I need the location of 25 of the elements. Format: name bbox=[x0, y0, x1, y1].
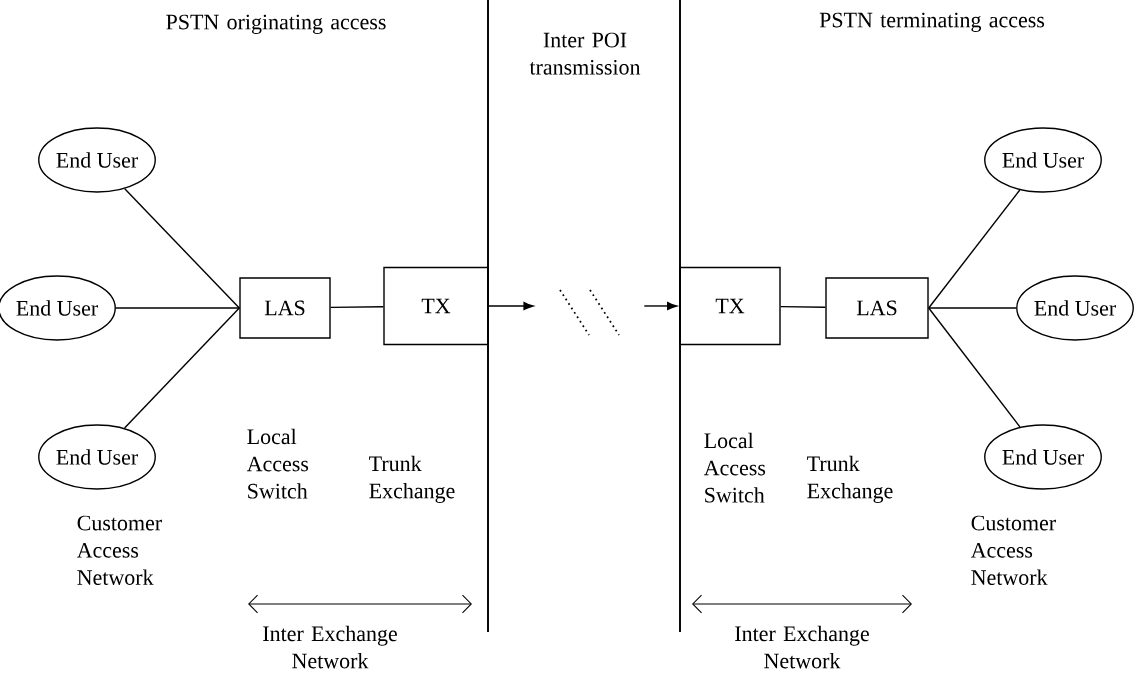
exchange-box: LAS bbox=[825, 277, 929, 339]
exchange-box: LAS bbox=[239, 277, 331, 339]
text-label: Trunk Exchange bbox=[807, 455, 893, 503]
text-label: Customer Access Network bbox=[76, 515, 162, 585]
text-label: Local Access Switch bbox=[246, 428, 309, 499]
connector-line bbox=[124, 188, 240, 309]
exchange-box: TX bbox=[679, 266, 781, 346]
arrow bbox=[643, 301, 678, 311]
text-label: PSTN originating access bbox=[166, 14, 386, 34]
text-label: Inter POI transmission bbox=[529, 32, 641, 75]
text-label: Local Access Switch bbox=[703, 432, 766, 503]
connector-line bbox=[115, 307, 240, 309]
connector-line bbox=[330, 305, 384, 309]
connector-line bbox=[928, 189, 1021, 309]
text-label: Trunk Exchange bbox=[369, 455, 455, 503]
text-label: PSTN terminating access bbox=[819, 12, 1045, 32]
connector-line bbox=[928, 307, 1021, 428]
text-label: Customer Access Network bbox=[970, 515, 1056, 585]
text-label: Inter Exchange Network bbox=[735, 625, 869, 669]
connector-line bbox=[780, 305, 826, 308]
arrow bbox=[488, 301, 534, 311]
connector-line bbox=[928, 307, 1017, 309]
connector-line bbox=[123, 307, 240, 429]
exchange-box: TX bbox=[383, 266, 489, 346]
text-label: Inter Exchange Network bbox=[263, 625, 397, 669]
